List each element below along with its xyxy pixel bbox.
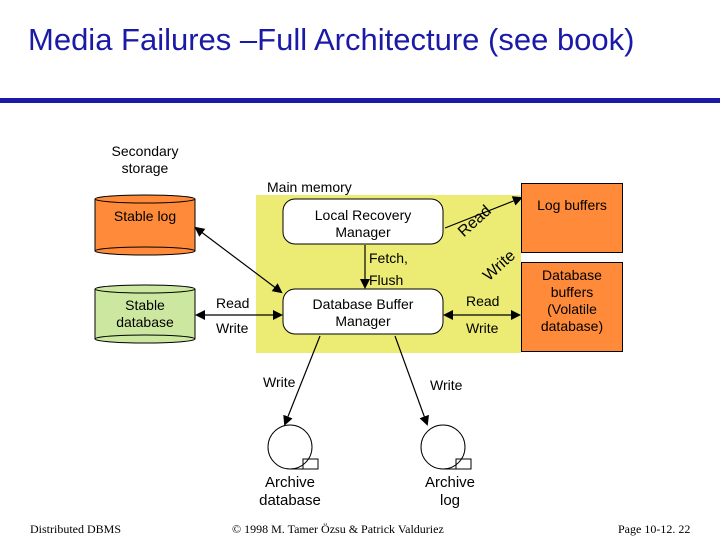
- local-recovery-manager-box: [282, 198, 444, 245]
- archive-log-icon: [420, 424, 472, 470]
- read-right-label: Read: [466, 293, 500, 309]
- database-buffers-label: Database buffers (Volatile database): [540, 267, 604, 334]
- arrow-write-archive-db: [283, 335, 321, 426]
- footer-right: Page 10-12. 22: [618, 522, 691, 536]
- archive-log-label: Archive log: [424, 474, 476, 509]
- write-right-label: Write: [466, 320, 499, 336]
- database-buffers-box: Database buffers (Volatile database): [521, 262, 623, 352]
- footer-center: © 1998 M. Tamer Özsu & Patrick Valduriez: [232, 522, 444, 536]
- main-memory-label: Main memory: [267, 179, 352, 195]
- arrow-read-write-log-buffers: [444, 196, 523, 229]
- stable-log-cylinder: [94, 194, 196, 256]
- write-left-label: Write: [216, 320, 249, 336]
- write-archive-db-label: Write: [263, 374, 296, 390]
- log-buffers-label: Log buffers: [537, 197, 607, 213]
- archive-database-icon: [267, 424, 319, 470]
- fetch-label: Fetch,: [369, 250, 408, 266]
- local-recovery-manager-label: Local Recovery Manager: [314, 207, 412, 240]
- flush-label: Flush: [369, 272, 404, 288]
- secondary-storage-label: Secondary storage: [111, 143, 179, 176]
- arrow-lrm-stable-log: [194, 226, 283, 294]
- database-buffer-manager-label: Database Buffer Manager: [312, 296, 414, 329]
- archive-database-label: Archive database: [259, 474, 321, 509]
- footer-left: Distributed DBMS: [30, 522, 122, 536]
- stable-log-label: Stable log: [113, 208, 177, 224]
- arrow-write-archive-log: [394, 335, 429, 426]
- write-archive-log-label: Write: [430, 377, 463, 393]
- stable-database-cylinder: [94, 284, 196, 344]
- log-buffers-box: Log buffers: [521, 183, 623, 253]
- slide-title: Media Failures –Full Architecture (see b…: [28, 22, 635, 57]
- title-divider: [0, 98, 720, 103]
- read-left-label: Read: [216, 295, 250, 311]
- stable-database-label: Stable database: [116, 297, 174, 330]
